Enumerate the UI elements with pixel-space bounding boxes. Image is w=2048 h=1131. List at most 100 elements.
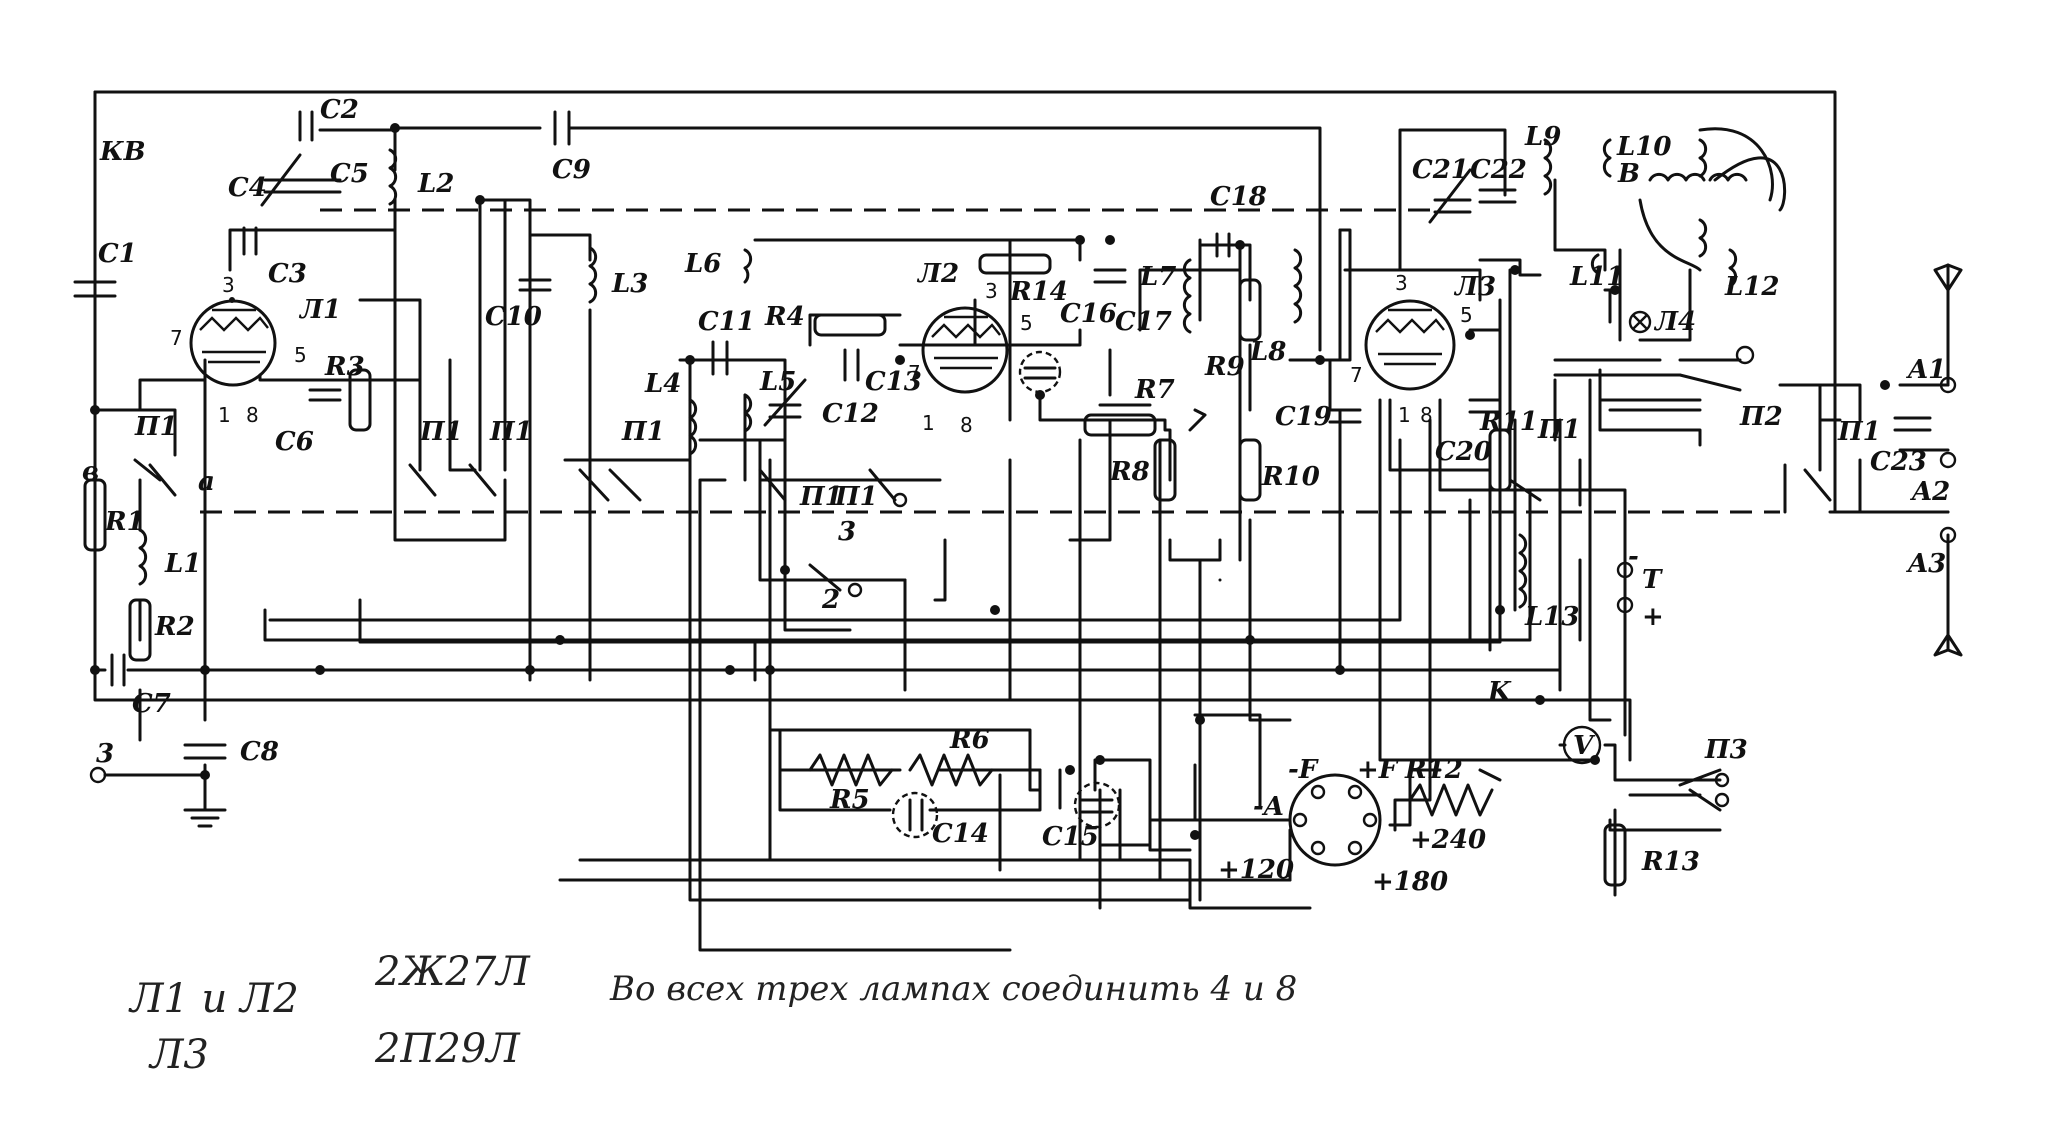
label-r7: R7 — [1134, 375, 1175, 405]
label-in: в — [82, 457, 99, 487]
label-c19: C19 — [1275, 402, 1332, 432]
label-lamp2: Л2 — [916, 259, 959, 289]
label-c22: C22 — [1470, 155, 1527, 185]
pin-l2-3: 3 — [985, 279, 998, 303]
label-l9: L9 — [1524, 122, 1561, 152]
note-type-3: 2П29Л — [374, 1026, 521, 1072]
label-c21: C21 — [1412, 155, 1469, 185]
label-a1: A1 — [1905, 355, 1946, 385]
label-z-mid: 3 — [838, 517, 856, 547]
label-c15: C15 — [1042, 822, 1099, 852]
label-lamp1: Л1 — [298, 295, 341, 325]
label-c8: C8 — [240, 737, 279, 767]
pin-l2-8: 8 — [960, 413, 973, 437]
label-plus240: +240 — [1410, 825, 1486, 855]
label-c4: C4 — [228, 173, 267, 203]
label-t: T — [1642, 565, 1663, 595]
label-p1-e: П1 — [799, 482, 843, 512]
label-plus120: +120 — [1218, 855, 1294, 885]
label-c14: C14 — [932, 819, 989, 849]
label-p2: П2 — [1739, 402, 1783, 432]
label-c13: C13 — [865, 367, 922, 397]
label-t-minus: - — [1628, 542, 1639, 572]
tube-l2 — [921, 306, 1009, 394]
label-a3: A3 — [1905, 549, 1946, 579]
label-r8: R8 — [1109, 457, 1150, 487]
label-plus-f: +F — [1357, 755, 1399, 785]
pin-l2-1: 1 — [922, 411, 935, 435]
label-l2: L2 — [417, 169, 454, 199]
note-type-1-2: 2Ж27Л — [374, 949, 531, 995]
label-r10: R10 — [1261, 462, 1320, 492]
label-v: V — [1573, 731, 1596, 761]
label-c17: C17 — [1115, 307, 1172, 337]
label-p1-a: П1 — [134, 412, 178, 442]
label-c10: C10 — [485, 302, 542, 332]
note-lamps-1-2: Л1 и Л2 — [128, 976, 299, 1022]
capacitor-symbols — [73, 110, 1932, 839]
label-r12: R12 — [1404, 755, 1463, 785]
label-c2: C2 — [320, 95, 359, 125]
note-instruction: Во всех трех лампах соединить 4 и 8 — [609, 969, 1297, 1009]
gang-mechanical-link — [200, 208, 1780, 514]
label-c20: C20 — [1435, 437, 1492, 467]
label-minus-f: -F — [1288, 755, 1319, 785]
pin-l3-8: 8 — [1420, 403, 1433, 427]
label-l11: L11 — [1569, 262, 1624, 292]
label-p3: П3 — [1704, 735, 1748, 765]
label-r1: R1 — [104, 507, 145, 537]
label-r3: R3 — [324, 352, 365, 382]
label-c16: C16 — [1060, 299, 1117, 329]
wiring — [93, 90, 1950, 952]
label-r9: R9 — [1204, 352, 1245, 382]
resistor-symbols — [83, 253, 1627, 887]
label-c3: C3 — [268, 259, 307, 289]
label-t-plus: + — [1642, 602, 1664, 632]
label-c5: C5 — [330, 159, 369, 189]
label-r6: R6 — [949, 725, 990, 755]
label-p1-h: П1 — [1837, 417, 1881, 447]
tube-l3 — [1364, 299, 1456, 391]
pin-l1-1: 1 — [218, 403, 231, 427]
label-a2: A2 — [1909, 477, 1950, 507]
tube-l1 — [189, 297, 277, 387]
label-kv: КВ — [99, 137, 146, 167]
pin-l1-5: 5 — [294, 343, 307, 367]
label-b: B — [1617, 159, 1640, 189]
junctions — [90, 123, 1890, 840]
note-lamp-3: Л3 — [148, 1032, 209, 1078]
handwritten-notes: Л1 и Л2 2Ж27Л Во всех трех лампах соедин… — [128, 949, 1297, 1078]
label-lamp3: Л3 — [1453, 272, 1496, 302]
label-l6: L6 — [684, 249, 721, 279]
label-c12: C12 — [822, 399, 879, 429]
label-l10: L10 — [1616, 132, 1671, 162]
power-socket — [1288, 773, 1382, 867]
pin-l1-7: 7 — [170, 326, 183, 350]
label-l13: L13 — [1524, 602, 1579, 632]
component-labels: КВ C1 C2 C3 C4 C5 C6 C7 C8 C9 C10 C11 C1… — [82, 95, 1950, 897]
label-r14: R14 — [1009, 277, 1068, 307]
label-l7: L7 — [1139, 262, 1176, 292]
label-l8: L8 — [1249, 337, 1286, 367]
pin-l3-3: 3 — [1395, 271, 1408, 295]
label-p1-b: П1 — [419, 417, 463, 447]
label-k: K — [1487, 677, 1512, 707]
label-p1-d: П1 — [621, 417, 665, 447]
pin-l1-3: 3 — [222, 273, 235, 297]
label-lamp4: Л4 — [1653, 307, 1696, 337]
label-r11: R11 — [1479, 407, 1538, 437]
label-c7: C7 — [132, 689, 171, 719]
label-c11: C11 — [698, 307, 755, 337]
label-c6: C6 — [275, 427, 314, 457]
inductor-symbols — [138, 127, 1787, 609]
label-l4: L4 — [644, 369, 681, 399]
label-ia: а — [198, 467, 215, 497]
switch-contacts — [133, 310, 1832, 812]
pin-l1-8: 8 — [246, 403, 259, 427]
label-minus-a: -A — [1253, 792, 1284, 822]
pin-l2-7: 7 — [908, 361, 921, 385]
label-c1: C1 — [98, 239, 137, 269]
label-z-left: 3 — [96, 739, 114, 769]
label-l1: L1 — [164, 549, 201, 579]
